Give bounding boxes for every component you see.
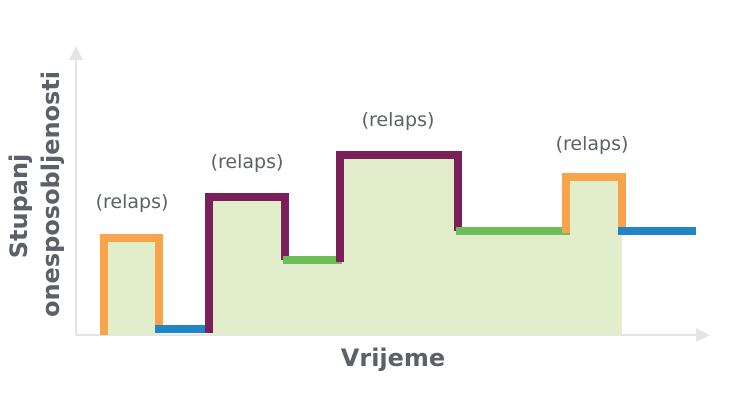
area-block-5 bbox=[458, 234, 565, 335]
relapse-labels: (relaps) (relaps) (relaps) (relaps) bbox=[96, 109, 629, 213]
x-axis-title: Vrijeme bbox=[341, 344, 445, 372]
relapse-label-3: (relaps) bbox=[362, 109, 435, 131]
y-axis-title-line1: Stupanj bbox=[5, 154, 33, 259]
x-axis-arrow bbox=[696, 328, 710, 342]
relapse-label-4: (relaps) bbox=[556, 133, 629, 155]
relapse-step-2 bbox=[205, 193, 289, 333]
relapse-step-1 bbox=[100, 234, 163, 335]
y-axis-title-line2: onesposobljenosti bbox=[37, 71, 65, 317]
area-block-6 bbox=[565, 180, 622, 335]
relapse-step-4 bbox=[562, 173, 626, 233]
disability-area bbox=[106, 158, 622, 335]
area-block-4 bbox=[340, 158, 458, 335]
relapse-step-3 bbox=[336, 151, 462, 262]
y-axis-arrow bbox=[69, 46, 83, 60]
area-block-2 bbox=[212, 200, 285, 335]
relapse-label-1: (relaps) bbox=[96, 191, 169, 213]
disability-trace bbox=[100, 151, 696, 335]
area-block-1 bbox=[106, 241, 159, 335]
relapse-label-2: (relaps) bbox=[211, 151, 284, 173]
y-axis-title: Stupanj onesposobljenosti bbox=[5, 71, 65, 317]
area-block-3 bbox=[285, 263, 340, 335]
